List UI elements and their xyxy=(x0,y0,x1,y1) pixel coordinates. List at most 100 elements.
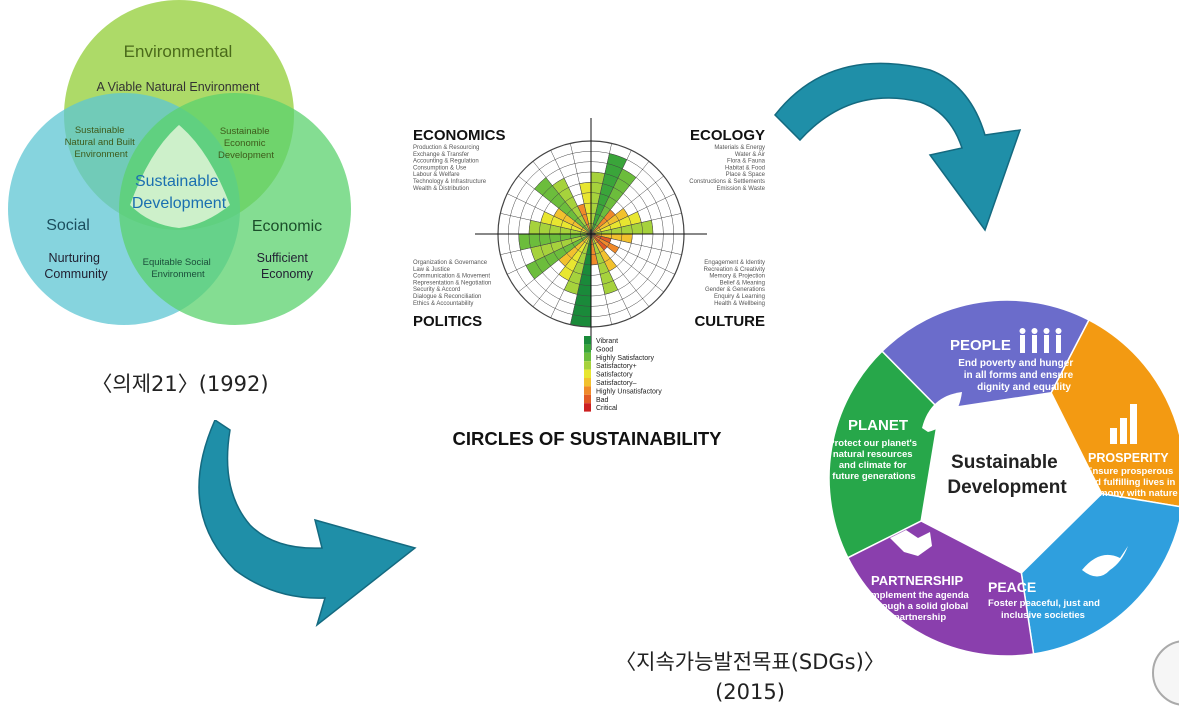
sdg-segment-planet xyxy=(828,350,941,559)
center-region xyxy=(130,125,230,228)
wheel-spoke xyxy=(507,193,592,235)
legend-swatch xyxy=(584,403,591,412)
social-label: Social xyxy=(46,217,90,234)
quadrant-item: Accounting & Regulation xyxy=(413,159,479,165)
svg-text:End poverty and hunger in: End poverty and hunger in all forms and … xyxy=(958,358,1076,393)
sdg-segment-prosperity xyxy=(1050,318,1179,508)
planet-text-line: natural resources xyxy=(833,449,913,460)
prosperity-text-line: Ensure prosperous xyxy=(1086,466,1173,477)
leaf-icon xyxy=(922,392,962,432)
quadrant-item: Health & Wellbeing xyxy=(714,301,765,307)
quadrant-item: Wealth & Distribution xyxy=(413,186,469,192)
svg-text:Sustainable Economic D: Sustainable Economic Development xyxy=(218,126,274,161)
legend-swatch xyxy=(584,386,591,395)
prosperity-text-line: and fulfilling lives in xyxy=(1084,477,1176,488)
wheel-spoke xyxy=(590,233,682,255)
partnership-text-line: through a solid global xyxy=(869,601,968,612)
svg-text:Ensure prosperous and fulf: Ensure prosperous and fulfilling lives i… xyxy=(1084,466,1178,499)
wheel-spoke xyxy=(590,161,650,235)
people-icon xyxy=(1019,328,1062,353)
svg-text:Sustainable Development: Sustainable Development xyxy=(132,173,227,212)
quadrant-item: Engagement & Identity xyxy=(704,260,765,266)
economics-label: ECONOMICS xyxy=(413,127,506,144)
quadrant-item: Recreation & Creativity xyxy=(704,267,765,273)
arrow-top-right xyxy=(773,62,1022,232)
arrow-bottom-left xyxy=(198,420,417,628)
legend-label: Satisfactory xyxy=(596,372,633,379)
svg-text:Protect our planet's natur: Protect our planet's natural resources a… xyxy=(828,438,919,482)
sustainability-wheel xyxy=(475,118,707,350)
quadrant-item: Production & Resourcing xyxy=(413,145,479,151)
wheel-spoke xyxy=(590,150,632,235)
svg-text:Sustainable Development: Sustainable Development xyxy=(947,452,1067,498)
dove-icon xyxy=(1082,546,1128,577)
wheel-spoke xyxy=(590,233,650,307)
quadrant-item: Ethics & Accountability xyxy=(413,301,473,307)
quadrant-item: Labour & Welfare xyxy=(413,172,460,178)
circles-of-sustainability: ECONOMICS ECOLOGY POLITICS CULTURE Produ… xyxy=(413,118,766,449)
wheel-spoke xyxy=(570,233,592,325)
planet-text-line: and climate for xyxy=(839,460,907,471)
env-social-line: Sustainable xyxy=(75,125,125,136)
wheel-spoke xyxy=(518,175,592,235)
quadrant-item: Flora & Fauna xyxy=(727,159,766,165)
social-sub-line: Community xyxy=(44,267,108,281)
legend-swatch xyxy=(584,344,591,353)
wheel-spoke xyxy=(532,161,592,235)
culture-label: CULTURE xyxy=(694,313,765,330)
partnership-title: PARTNERSHIP xyxy=(871,573,964,588)
quadrant-item: Communication & Movement xyxy=(413,274,490,280)
quadrant-item: Dialogue & Reconciliation xyxy=(413,294,481,300)
peace-title: PEACE xyxy=(988,579,1036,595)
sdg-center-line: Sustainable xyxy=(951,452,1058,473)
legend-swatch xyxy=(584,352,591,362)
quadrant-item: Habitat & Food xyxy=(725,165,765,171)
quadrant-item: Organization & Governance xyxy=(413,260,488,266)
bar-chart-icon xyxy=(1110,404,1137,444)
quadrant-item: Constructions & Settlements xyxy=(689,179,765,185)
people-title: PEOPLE xyxy=(950,337,1011,354)
venn-diagram: Environmental A Viable Natural Environme… xyxy=(8,0,351,325)
quadrant-item: Belief & Meaning xyxy=(720,280,765,286)
wheel-spoke xyxy=(590,143,612,235)
people-text-line: dignity and equality xyxy=(977,382,1071,393)
social-econ-line: Equitable Social xyxy=(143,257,211,268)
sdg-wheel: Sustainable Development PEOPLE End pover… xyxy=(828,300,1179,656)
circles-title: CIRCLES OF SUSTAINABILITY xyxy=(453,428,723,449)
wheel-spoke xyxy=(550,233,592,318)
svg-text:Foster peaceful, just and: Foster peaceful, just and inclusive soci… xyxy=(988,598,1103,621)
wheel-spoke xyxy=(590,233,675,275)
sdg-center-pentagon xyxy=(921,392,1102,573)
quadrant-item: Enquiry & Learning xyxy=(714,294,765,300)
wheel-spoke xyxy=(590,175,664,235)
planet-title: PLANET xyxy=(848,417,908,434)
legend-label: Vibrant xyxy=(596,338,618,345)
environmental-subtitle: A Viable Natural Environment xyxy=(96,80,260,94)
planet-text-line: Protect our planet's xyxy=(828,438,917,449)
wheel-spoke xyxy=(507,233,592,275)
quadrant-item: Technology & Infrastructure xyxy=(413,179,487,185)
wheel-spoke xyxy=(590,213,682,235)
wheel-spoke xyxy=(500,213,592,235)
env-econ-line: Economic xyxy=(224,138,266,149)
arrow-top-right-icon xyxy=(773,62,1022,232)
people-text-line: End poverty and hunger xyxy=(958,358,1073,369)
ecology-label: ECOLOGY xyxy=(690,127,765,144)
economic-sub-line: Economy xyxy=(261,267,314,281)
economic-sub-line: Sufficient xyxy=(257,251,309,265)
quadrant-item: Consumption & Use xyxy=(413,165,467,171)
legend-label: Highly Unsatisfactory xyxy=(596,388,662,395)
wheel-spoke xyxy=(518,233,592,293)
handshake-icon xyxy=(890,530,932,556)
wheel-spoke xyxy=(550,150,592,235)
quadrant-item: Law & Justice xyxy=(413,267,451,273)
svg-text:Equitable Social Environme: Equitable Social Environment xyxy=(143,257,214,280)
wheel-spoke xyxy=(500,233,592,255)
legend-label: Satisfactory+ xyxy=(596,363,637,370)
wheel-spoke xyxy=(570,143,592,235)
legend-swatch xyxy=(584,378,591,387)
legend-swatch xyxy=(584,336,591,345)
